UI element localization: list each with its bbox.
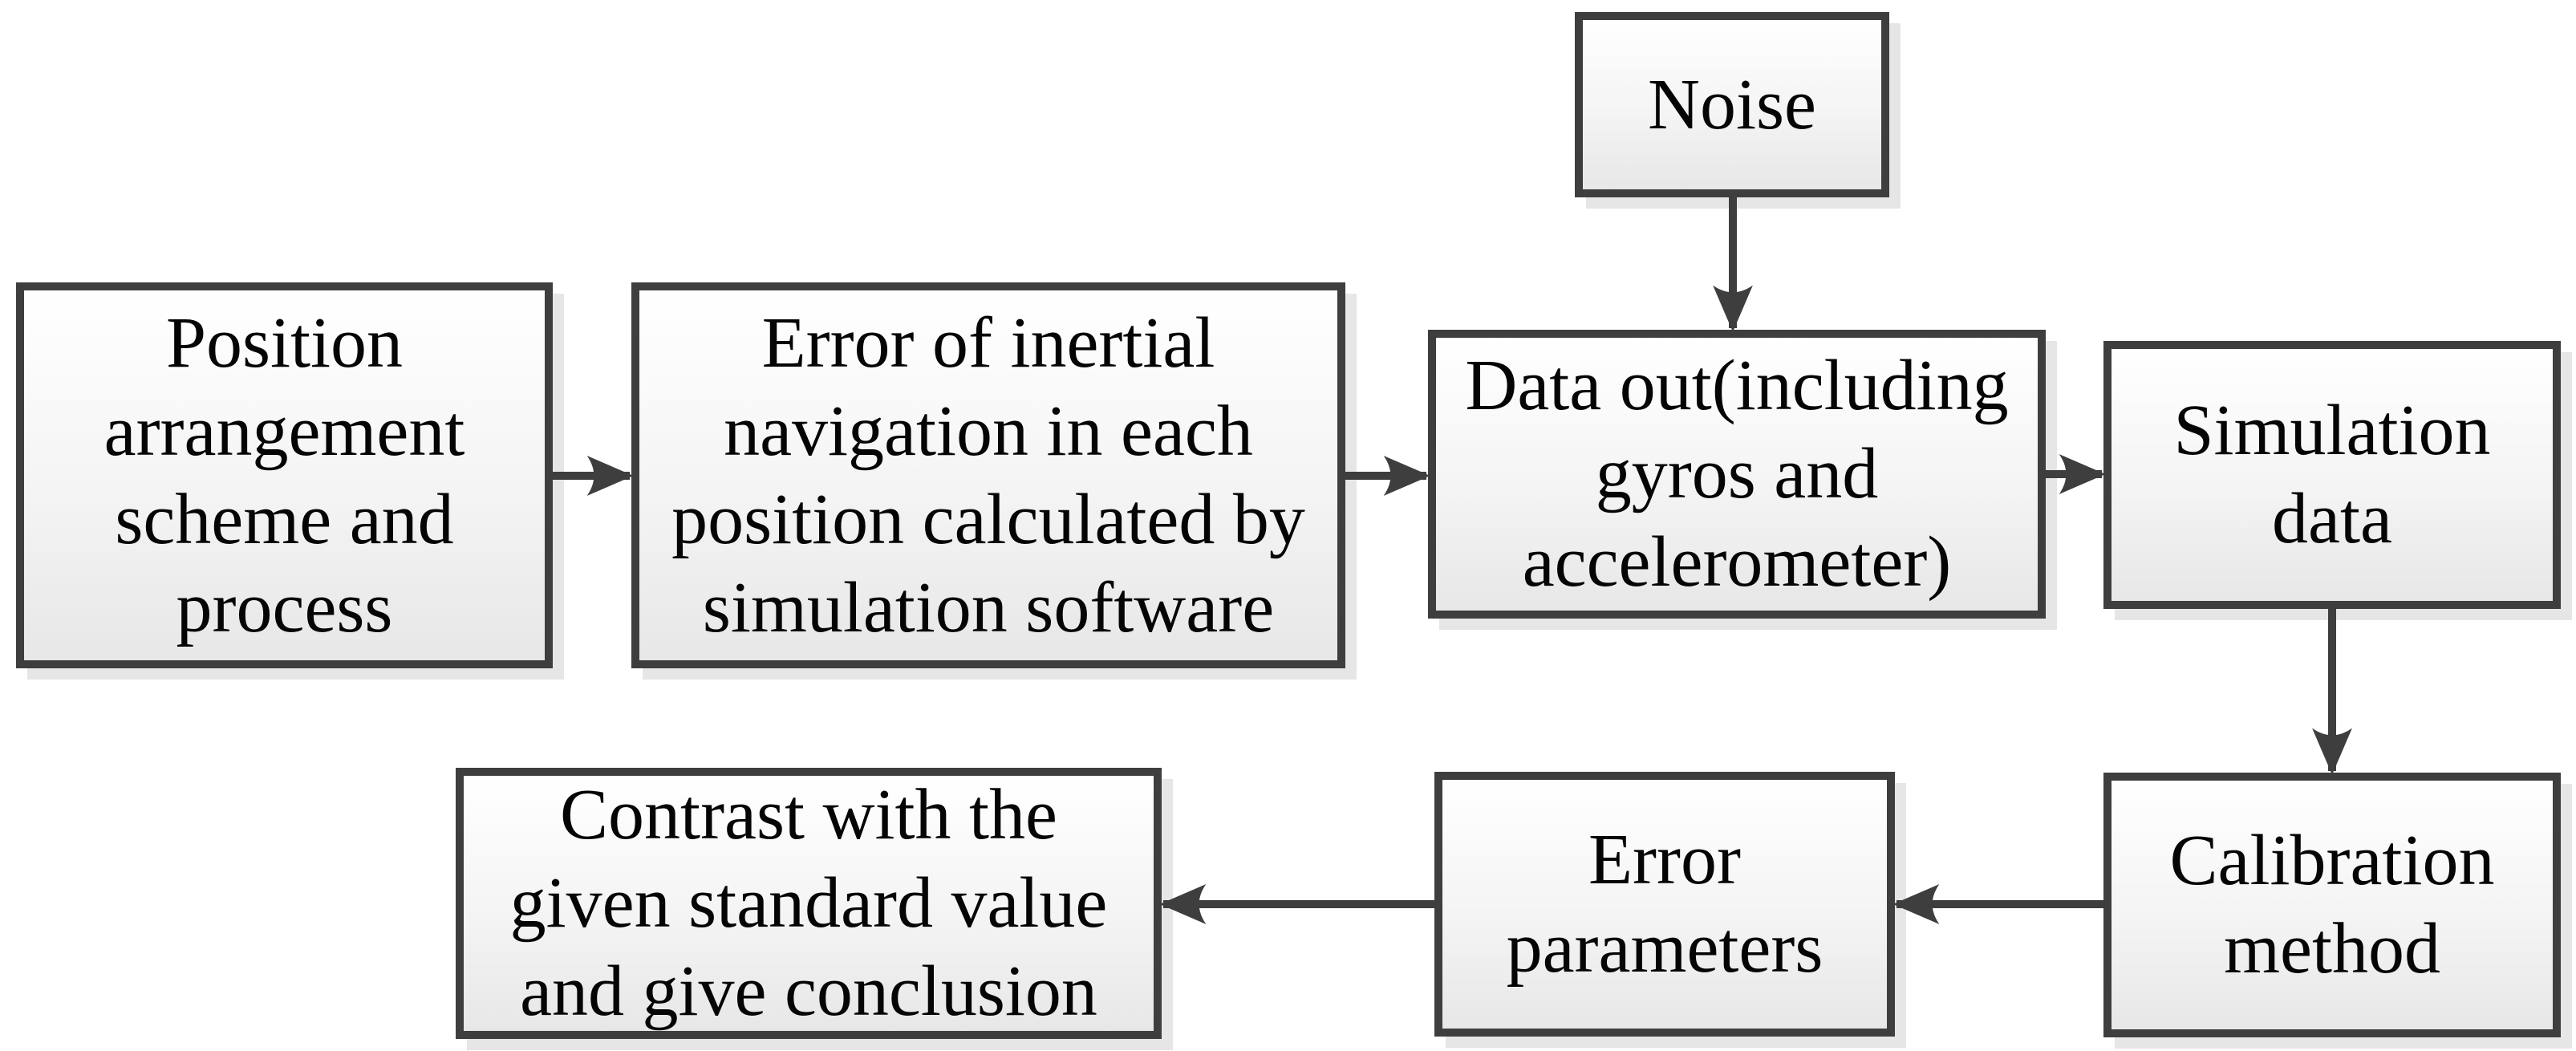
flow-node-label-line: position calculated by	[671, 479, 1305, 559]
flow-node-label-line: process	[176, 567, 393, 647]
flow-node-label-line: Data out(including	[1465, 346, 2009, 425]
flow-node-label-line: Position	[165, 302, 404, 383]
flow-node-contrast-conclusion: Contrast with the given standard value and…	[456, 768, 1162, 1039]
flow-node-calibration-method: Calibration method	[2103, 773, 2561, 1037]
flow-node-label-line: data	[2272, 479, 2392, 558]
flow-node-data-out: Data out(including gyros and accelerometer…	[1428, 330, 2046, 619]
flow-node-label-line: and give conclusion	[520, 952, 1097, 1031]
flow-node-label-line: scheme and	[115, 479, 454, 559]
flow-node-label-line: accelerometer)	[1522, 522, 1952, 602]
flow-node-noise: Noise	[1575, 12, 1889, 197]
flow-node-label-line: method	[2224, 909, 2440, 988]
flow-node-label-line: Noise	[1648, 64, 1816, 144]
flow-node-label-line: Error	[1588, 820, 1741, 899]
flow-node-label-line: Error of inertial	[761, 302, 1215, 383]
flow-node-error-parameters: Error parameters	[1434, 772, 1895, 1037]
flow-node-label-line: Simulation	[2173, 391, 2491, 470]
flow-node-simulation-data: Simulation data	[2103, 341, 2561, 609]
flow-node-label-line: gyros and	[1595, 434, 1879, 513]
flow-node-label-line: parameters	[1506, 908, 1823, 988]
flow-node-label-line: given standard value	[509, 863, 1108, 943]
flow-node-label-line: arrangement	[103, 391, 465, 471]
flow-node-label-line: simulation software	[702, 567, 1275, 647]
flow-node-label-line: navigation in each	[724, 391, 1253, 471]
flow-node-label-line: Calibration	[2169, 821, 2495, 900]
flow-node-label-line: Contrast with the	[560, 775, 1057, 854]
